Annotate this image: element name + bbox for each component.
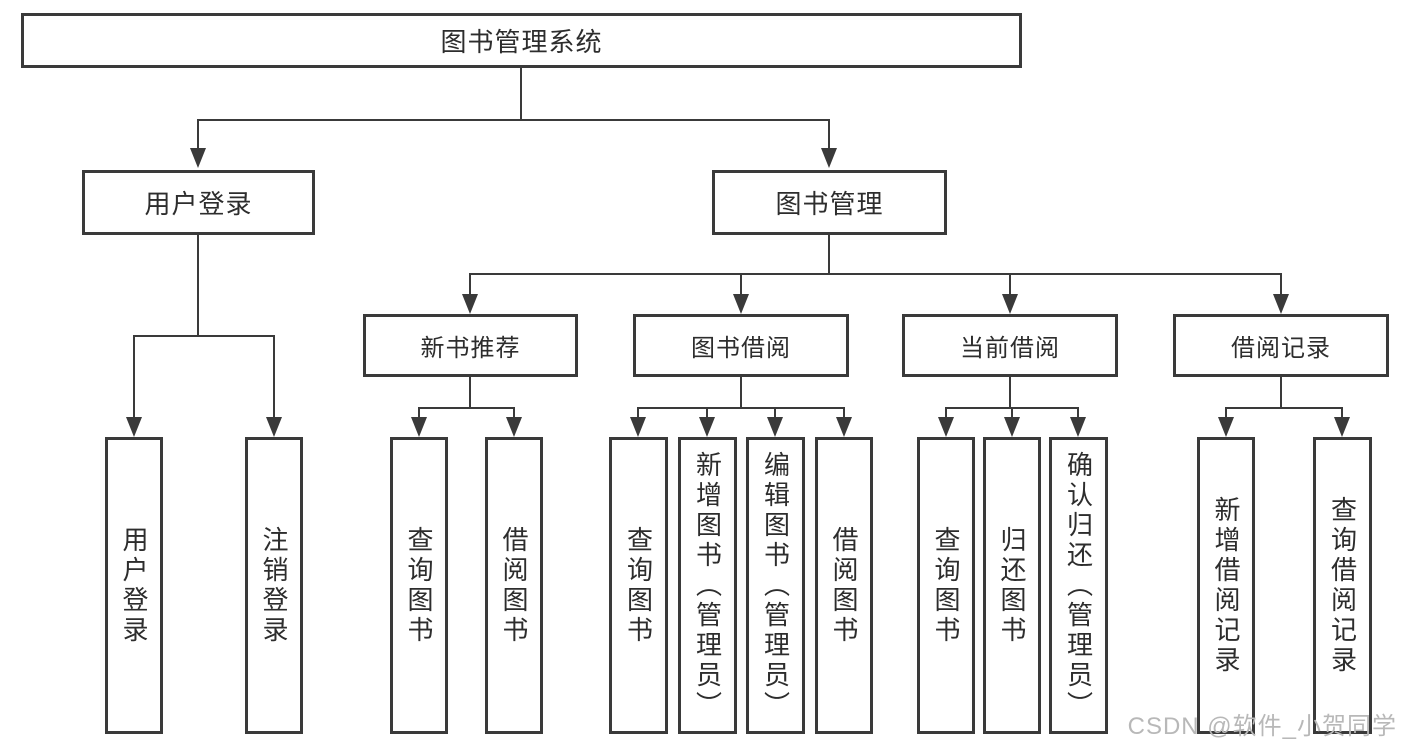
connector-line <box>513 407 515 421</box>
leaf-edit-books-admin: 编辑图书（管理员） <box>746 437 805 734</box>
connector-line <box>637 407 639 421</box>
leaf-borrow-books: 借阅图书 <box>815 437 873 734</box>
arrow-down-icon <box>630 417 646 437</box>
connector-line <box>637 407 845 409</box>
connector-line <box>828 119 830 150</box>
arrow-down-icon <box>767 417 783 437</box>
arrow-down-icon <box>938 417 954 437</box>
arrow-down-icon <box>699 417 715 437</box>
connector-line <box>1280 273 1282 298</box>
arrow-down-icon <box>506 417 522 437</box>
connector-line <box>133 335 275 337</box>
connector-line <box>418 407 420 421</box>
connector-line <box>197 119 199 150</box>
connector-line <box>133 335 135 420</box>
connector-line <box>1009 377 1011 408</box>
leaf-recommend-query-books: 查询图书 <box>390 437 448 734</box>
node-current-borrowing: 当前借阅 <box>902 314 1118 377</box>
arrow-down-icon <box>1273 294 1289 314</box>
arrow-down-icon <box>462 294 478 314</box>
leaf-current-query-books: 查询图书 <box>917 437 975 734</box>
arrow-down-icon <box>1070 417 1086 437</box>
connector-line <box>1225 407 1227 421</box>
arrow-down-icon <box>190 148 206 168</box>
arrow-down-icon <box>821 148 837 168</box>
leaf-confirm-return-admin: 确认归还（管理员） <box>1049 437 1108 734</box>
connector-line <box>418 407 515 409</box>
connector-line <box>1077 407 1079 421</box>
connector-line <box>1341 407 1343 421</box>
connector-line <box>828 235 830 275</box>
connector-line <box>197 119 830 121</box>
arrow-down-icon <box>1002 294 1018 314</box>
connector-line <box>273 335 275 420</box>
arrow-down-icon <box>836 417 852 437</box>
arrow-down-icon <box>126 417 142 437</box>
node-book-borrowing: 图书借阅 <box>633 314 849 377</box>
leaf-recommend-borrow-books: 借阅图书 <box>485 437 543 734</box>
leaf-return-books: 归还图书 <box>983 437 1041 734</box>
connector-line <box>469 377 471 408</box>
connector-line <box>1009 273 1011 298</box>
arrow-down-icon <box>266 417 282 437</box>
connector-line <box>843 407 845 421</box>
arrow-down-icon <box>1334 417 1350 437</box>
connector-line <box>520 68 522 120</box>
arrow-down-icon <box>733 294 749 314</box>
node-borrowing-records: 借阅记录 <box>1173 314 1389 377</box>
leaf-borrow-query-books: 查询图书 <box>609 437 668 734</box>
leaf-logout: 注销登录 <box>245 437 303 734</box>
connector-line <box>774 407 776 421</box>
connector-line <box>197 235 199 336</box>
connector-line <box>469 273 471 298</box>
arrow-down-icon <box>411 417 427 437</box>
node-user-login: 用户登录 <box>82 170 315 235</box>
node-new-book-recommendation: 新书推荐 <box>363 314 578 377</box>
connector-line <box>1011 407 1013 421</box>
csdn-watermark: CSDN @软件_小贺同学 <box>1127 713 1397 740</box>
connector-line <box>1225 407 1343 409</box>
leaf-add-borrow-record: 新增借阅记录 <box>1197 437 1255 734</box>
connector-line <box>469 273 1282 275</box>
node-book-management: 图书管理 <box>712 170 947 235</box>
connector-line <box>740 273 742 298</box>
arrow-down-icon <box>1218 417 1234 437</box>
arrow-down-icon <box>1004 417 1020 437</box>
connector-line <box>740 377 742 408</box>
connector-line <box>1280 377 1282 408</box>
leaf-add-books-admin: 新增图书（管理员） <box>678 437 737 734</box>
connector-line <box>945 407 947 421</box>
connector-line <box>706 407 708 421</box>
leaf-query-borrow-record: 查询借阅记录 <box>1313 437 1372 734</box>
node-library-management-system: 图书管理系统 <box>21 13 1022 68</box>
leaf-user-login: 用户登录 <box>105 437 163 734</box>
